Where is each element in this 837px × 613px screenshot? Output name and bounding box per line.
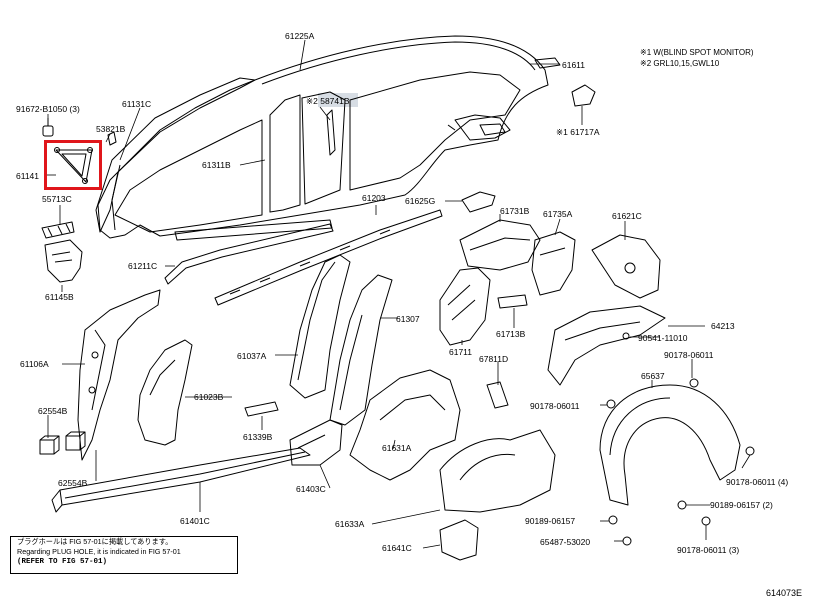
part-label[interactable]: 61731B [500,206,530,216]
part-label[interactable]: 61339B [243,432,273,442]
part-label[interactable]: 62554B [58,478,88,488]
part-label[interactable]: 61311B [202,160,231,170]
pillar-61106a [77,289,161,461]
pad-67811d [486,381,509,409]
part-label[interactable]: 61713B [496,329,526,339]
figure-code: 614073E [766,588,803,598]
part-label[interactable]: 65637 [641,371,665,381]
part-label[interactable]: 61633A [335,519,365,529]
wheelhouse-61633a [439,429,556,513]
part-label[interactable]: 61621C [612,211,642,221]
wheelhouse-61631a [349,369,461,481]
rocker-61401c [51,447,311,513]
bolt-91672 [42,118,54,137]
part-label[interactable]: 61141 [16,171,40,181]
part-label[interactable]: 61711 [449,347,473,357]
part-label[interactable]: 61211C [128,261,158,271]
part-61713b [497,294,528,309]
plug-hole-note: プラグホールは FIG 57-01に掲載してあります。 Regarding PL… [10,536,238,574]
quarter-panel-outline [97,35,549,241]
part-label[interactable]: 53821B [96,124,126,134]
parts-61611-61717a [534,57,596,107]
part-label[interactable]: 61631A [382,443,412,453]
part-label[interactable]: 61401C [180,516,210,526]
part-label[interactable]: 90189-06157 [525,516,576,526]
part-label[interactable]: 65487-53020 [540,537,591,547]
part-61625g [461,191,496,213]
part-label[interactable]: 90178-06011 (3) [677,545,740,555]
part-label[interactable]: 61625G [405,196,436,206]
leader-lines [44,39,751,549]
parts-55713c-61145b [41,221,83,283]
part-label[interactable]: 61307 [396,314,420,324]
part-label[interactable]: 90178-06011 [530,401,580,411]
note-line-en: Regarding PLUG HOLE, it is indicated in … [17,547,181,556]
part-label[interactable]: 62554B [38,406,68,416]
roof-rail-61203 [214,209,443,306]
part-label[interactable]: 61203 [362,193,386,203]
part-label[interactable]: 91672-B1050 (3) [16,104,80,114]
part-label[interactable]: ※2 58741B [306,96,350,106]
part-61641c [439,519,479,561]
part-label[interactable]: 61106A [20,359,49,369]
part-label[interactable]: 90541-11010 [638,333,688,343]
selected-part-highlight [44,140,102,190]
plate-61339b [244,401,279,417]
pillar-61023b [137,339,193,446]
panel-64213 [547,305,666,386]
part-label[interactable]: 64213 [711,321,735,331]
part-label[interactable]: 90178-06011 [664,350,714,360]
pillar-61037a [289,254,351,399]
pillar-61307 [329,274,393,426]
part-61735a [531,231,576,296]
note-reference[interactable]: (REFER TO FIG 57-01) [17,558,108,566]
a-pillar-61131c [95,77,256,233]
part-61621c [591,234,661,299]
part-label[interactable]: 61225A [285,31,315,41]
part-label[interactable]: 61403C [296,484,326,494]
part-61403c [289,419,343,466]
part-label[interactable]: 61735A [543,209,573,219]
bracket-61141 [54,147,93,184]
note-2: ※2 GRL10,15,GWL10 [640,59,720,68]
part-label[interactable]: 61641C [382,543,412,553]
rail-61211c [164,223,334,285]
part-label[interactable]: 61023B [194,392,224,402]
part-label[interactable]: 61145B [45,292,74,302]
part-label[interactable]: 90178-06011 (4) [726,477,789,487]
note-line-jp: プラグホールは FIG 57-01に掲載してあります。 [17,537,173,546]
part-61711 [439,267,491,346]
part-label[interactable]: 61131C [122,99,152,109]
clip-53821b [107,131,117,146]
part-label[interactable]: 61037A [237,351,267,361]
part-label[interactable]: 61611 [562,60,586,70]
part-label[interactable]: 55713C [42,194,72,204]
part-label[interactable]: 67811D [479,354,509,364]
blocks-62554b [39,431,86,455]
note-1: ※1 W(BLIND SPOT MONITOR) [640,48,754,57]
part-label[interactable]: ※1 61717A [556,127,600,137]
part-61731b [459,219,541,271]
fasteners [606,332,755,546]
part-label[interactable]: 90189-06157 (2) [710,500,773,510]
liner-65637 [599,384,741,506]
